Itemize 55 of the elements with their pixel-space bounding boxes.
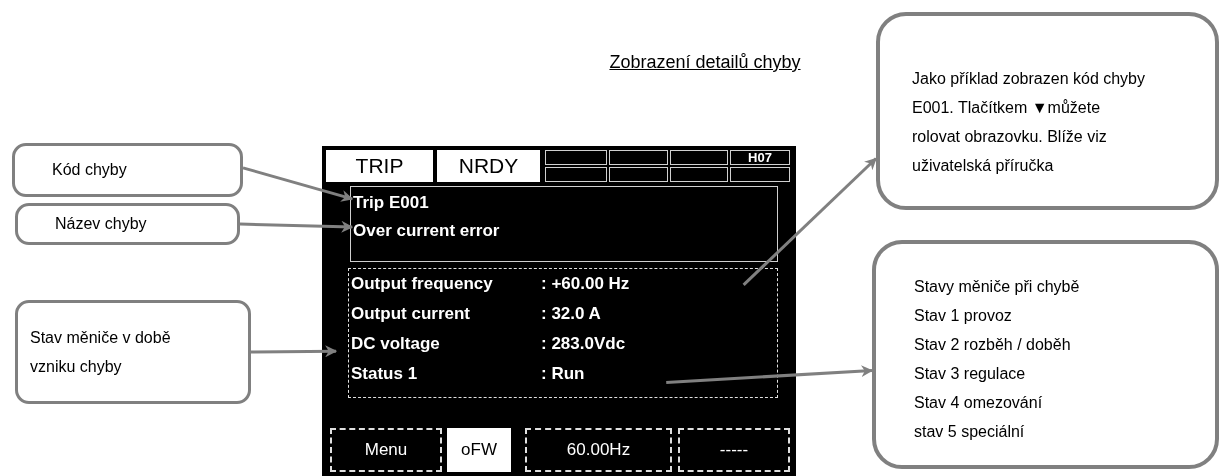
label-text: -----: [719, 439, 749, 462]
leader-arrow: [239, 220, 354, 233]
value-text: : +60.00 Hz: [541, 273, 631, 295]
callout-box: [872, 240, 1219, 469]
indicator-cell: [545, 150, 607, 165]
list-item: Stav 4 omezování: [914, 393, 1044, 413]
indicator-cell: [609, 150, 668, 165]
callout-box: [15, 300, 251, 404]
softkey-frequency: [525, 428, 672, 472]
value-text: : 283.0Vdc: [541, 333, 627, 355]
leader-arrow: [251, 345, 338, 358]
indicator-cell: [545, 167, 607, 182]
callout-box: [876, 12, 1219, 210]
softkey-blank: [678, 428, 790, 472]
diagram-title: Zobrazení detailů chyby: [608, 51, 802, 74]
error-code: Trip E001: [353, 192, 430, 214]
list-heading: Stavy měniče při chybě: [914, 277, 1081, 297]
label-text: Stav měniče v době vzniku chyby: [30, 328, 172, 377]
callout-box: [12, 143, 243, 197]
label-text: TRIP: [355, 153, 404, 180]
data-panel: [348, 268, 778, 398]
indicator-cell: [730, 150, 790, 165]
status-indicator: [437, 150, 540, 182]
value-text: : Run: [541, 363, 586, 385]
field-label: Output frequency: [351, 273, 494, 295]
leader-arrow: [666, 365, 874, 384]
error-panel: [350, 186, 778, 262]
indicator-cell: [609, 167, 668, 182]
leader-arrow: [242, 166, 354, 202]
field-label: Status 1: [351, 363, 419, 385]
softkey-menu: [330, 428, 442, 472]
label-text: NRDY: [458, 153, 519, 180]
list-item: stav 5 speciální: [914, 422, 1026, 442]
indicator-cell: [670, 167, 728, 182]
list-item: Stav 2 rozběh / doběh: [914, 335, 1072, 355]
label-text: Kód chyby: [52, 160, 127, 180]
indicator-cell: [670, 150, 728, 165]
label-text: Menu: [364, 439, 408, 462]
list-item: Stav 3 regulace: [914, 364, 1027, 384]
list-item: Stav 1 provoz: [914, 306, 1013, 326]
leader-arrow: [742, 157, 878, 286]
field-label: Output current: [351, 303, 471, 325]
label-text: oFW: [461, 439, 497, 462]
callout-box: [15, 203, 240, 245]
status-indicator: [326, 150, 433, 182]
label-text: H07: [748, 148, 772, 167]
value-text: : 32.0 A: [541, 303, 602, 325]
softkey-mode: [447, 428, 511, 472]
indicator-cell: [730, 167, 790, 182]
field-label: DC voltage: [351, 333, 441, 355]
display-screen: [322, 146, 796, 476]
error-name: Over current error: [353, 220, 501, 242]
label-text: 60.00Hz: [566, 439, 631, 462]
label-text: Jako příklad zobrazen kód chyby E001. Tlačítkem ▼můžete rolovat obrazovku. Blíže viz uživatelská příručka: [912, 70, 1145, 174]
label-text: Název chyby: [55, 214, 147, 234]
